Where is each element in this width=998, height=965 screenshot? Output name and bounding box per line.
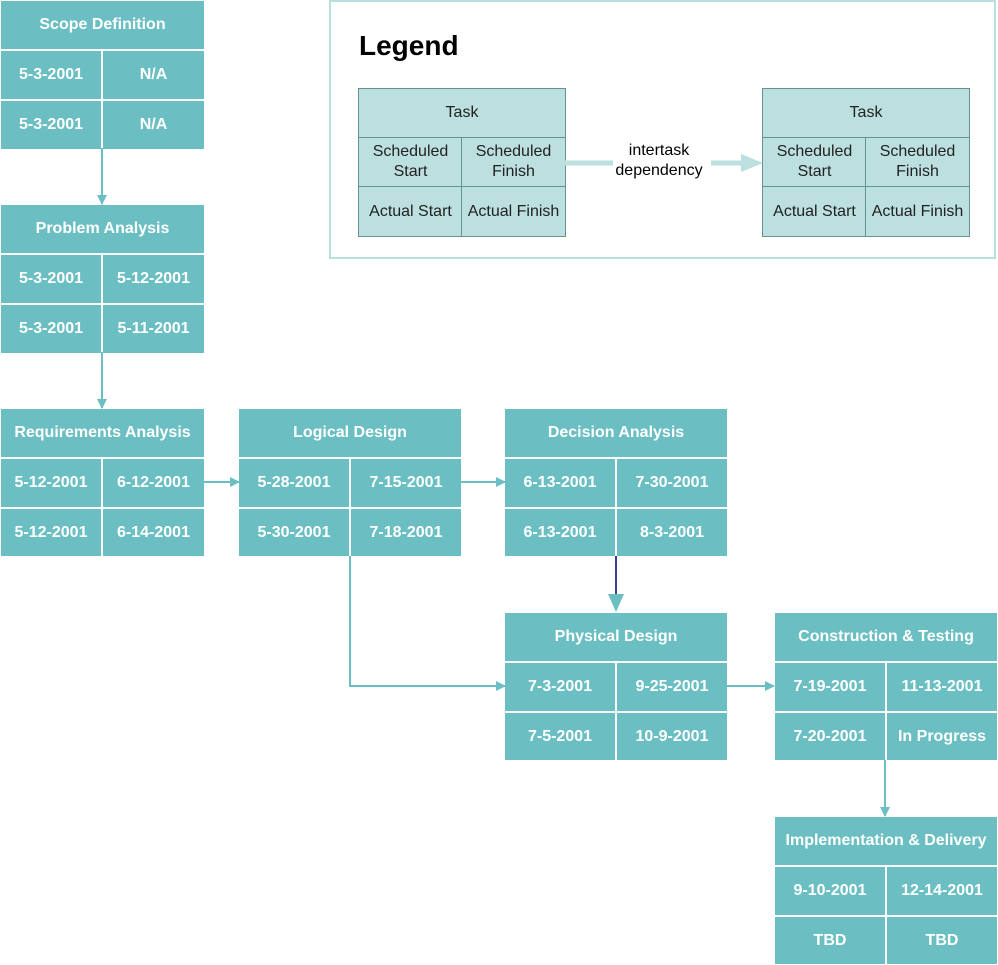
- task-title: Logical Design: [239, 409, 461, 457]
- actual-start: 7-20-2001: [775, 713, 885, 760]
- legend-scheduled-start: Scheduled Start: [358, 137, 463, 187]
- legend-scheduled-finish: Scheduled Finish: [865, 137, 970, 187]
- actual-start: 5-12-2001: [1, 509, 101, 556]
- scheduled-finish: 7-30-2001: [617, 459, 727, 507]
- arrow-logical-to-physical: [349, 556, 506, 691]
- task-title: Construction & Testing: [775, 613, 997, 661]
- scheduled-start: 6-13-2001: [505, 459, 615, 507]
- legend-title: Legend: [359, 30, 459, 61]
- actual-finish: 7-18-2001: [351, 509, 461, 556]
- scheduled-start: 5-3-2001: [1, 255, 101, 303]
- actual-start: 5-3-2001: [1, 305, 101, 353]
- arrowhead-decision-to-physical: [608, 594, 624, 612]
- legend-actual-start: Actual Start: [358, 186, 463, 237]
- actual-finish: 8-3-2001: [617, 509, 727, 556]
- scheduled-finish: 11-13-2001: [887, 663, 997, 711]
- scheduled-finish: 12-14-2001: [887, 867, 997, 915]
- actual-finish: 5-11-2001: [103, 305, 204, 353]
- actual-start: TBD: [775, 917, 885, 964]
- legend-task-title: Task: [762, 88, 970, 138]
- actual-finish: 10-9-2001: [617, 713, 727, 760]
- legend-dependency-label: intertask dependency: [615, 142, 703, 179]
- scheduled-start: 7-3-2001: [505, 663, 615, 711]
- task-title: Problem Analysis: [1, 205, 204, 253]
- task-title: Implementation & Delivery: [775, 817, 997, 865]
- legend-actual-finish: Actual Finish: [461, 186, 566, 237]
- actual-finish: N/A: [103, 101, 204, 149]
- actual-finish: TBD: [887, 917, 997, 964]
- actual-start: 5-3-2001: [1, 101, 101, 149]
- scheduled-start: 5-12-2001: [1, 459, 101, 507]
- task-title: Requirements Analysis: [1, 409, 204, 457]
- scheduled-start: 5-28-2001: [239, 459, 349, 507]
- actual-start: 7-5-2001: [505, 713, 615, 760]
- legend-task-title: Task: [358, 88, 566, 138]
- actual-finish: In Progress: [887, 713, 997, 760]
- legend-actual-start: Actual Start: [762, 186, 867, 237]
- task-title: Decision Analysis: [505, 409, 727, 457]
- scheduled-finish: 9-25-2001: [617, 663, 727, 711]
- legend-scheduled-finish: Scheduled Finish: [461, 137, 566, 187]
- legend-scheduled-start: Scheduled Start: [762, 137, 867, 187]
- scheduled-start: 5-3-2001: [1, 51, 101, 99]
- scheduled-finish: 5-12-2001: [103, 255, 204, 303]
- task-title: Scope Definition: [1, 1, 204, 49]
- scheduled-start: 7-19-2001: [775, 663, 885, 711]
- actual-start: 5-30-2001: [239, 509, 349, 556]
- scheduled-finish: N/A: [103, 51, 204, 99]
- actual-finish: 6-14-2001: [103, 509, 204, 556]
- legend-dependency-arrow: [565, 154, 763, 172]
- scheduled-start: 9-10-2001: [775, 867, 885, 915]
- task-title: Physical Design: [505, 613, 727, 661]
- actual-start: 6-13-2001: [505, 509, 615, 556]
- scheduled-finish: 7-15-2001: [351, 459, 461, 507]
- legend: Legend Task Scheduled Start Scheduled Fi…: [329, 0, 996, 259]
- scheduled-finish: 6-12-2001: [103, 459, 204, 507]
- legend-actual-finish: Actual Finish: [865, 186, 970, 237]
